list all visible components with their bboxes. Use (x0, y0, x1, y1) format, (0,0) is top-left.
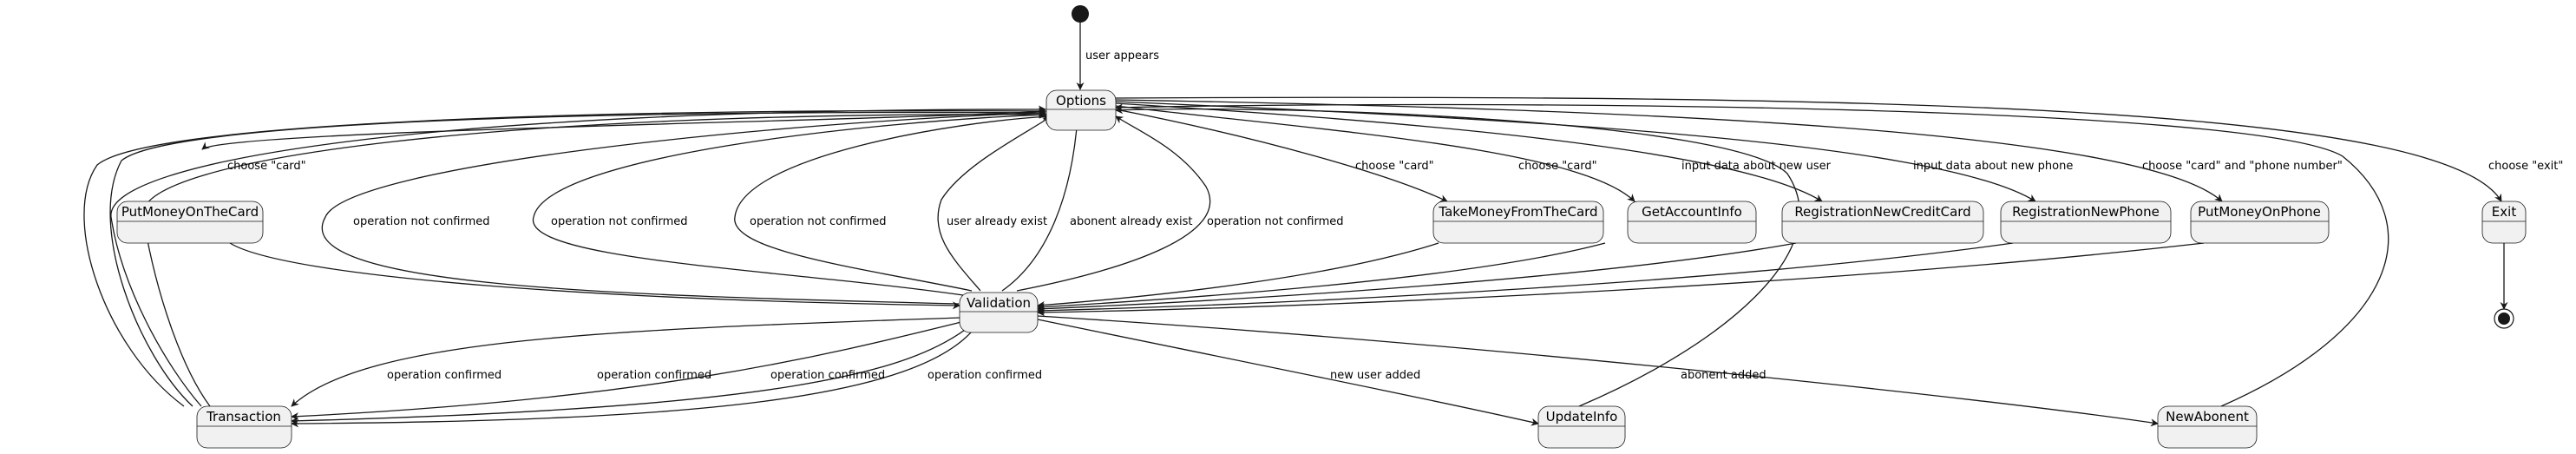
edge-label: operation confirmed (597, 369, 711, 382)
edge-label: input data about new user (1681, 160, 1832, 173)
start-node (1072, 5, 1089, 23)
state-label: TakeMoneyFromTheCard (1438, 204, 1597, 220)
state-label: PutMoneyOnTheCard (121, 204, 259, 220)
state-label: Transaction (206, 409, 281, 424)
edge-label: user already exist (947, 215, 1047, 228)
edge-label: choose "exit" (2488, 160, 2563, 173)
state-new-abonent: NewAbonent (2157, 405, 2258, 449)
edge-options-to-exit (1115, 96, 2502, 202)
state-exit: Exit (2481, 201, 2527, 244)
edge-getaccountinfo-to-validation (1037, 242, 1606, 312)
edge-transaction-to-options-4 (142, 110, 1046, 407)
edge-validation-to-transaction-confirmed-1 (291, 317, 960, 407)
state-label: RegistrationNewCreditCard (1794, 204, 1970, 220)
edge-validation-to-options-user-exists (937, 116, 1051, 292)
state-update-info: UpdateInfo (1537, 405, 1626, 449)
state-put-money-on-the-card: PutMoneyOnTheCard (116, 201, 264, 244)
edge-options-to-takemoneyfromthecard (1115, 109, 1448, 202)
edge-putmoneyonphone-to-validation (1037, 242, 2205, 317)
edge-label: choose "card" (1355, 160, 1434, 173)
state-registration-new-phone: RegistrationNewPhone (2000, 201, 2172, 244)
state-get-account-info: GetAccountInfo (1627, 201, 1757, 244)
edge-validation-to-transaction-confirmed-2 (291, 320, 966, 421)
state-validation: Validation (959, 292, 1039, 333)
end-node (2494, 308, 2514, 329)
edge-label: choose "card" (1518, 160, 1597, 173)
edge-label: choose "card" (227, 160, 306, 173)
state-registration-new-credit-card: RegistrationNewCreditCard (1781, 201, 1984, 244)
state-put-money-on-phone: PutMoneyOnPhone (2190, 201, 2330, 244)
edge-validation-to-options-abonent-exists (1001, 116, 1081, 292)
edge-label: choose "card" and "phone number" (2142, 160, 2343, 173)
edge-newabonent-to-options (1115, 103, 2389, 407)
edge-validation-to-transaction-confirmed-3 (291, 324, 973, 425)
edge-label: operation not confirmed (551, 215, 688, 228)
state-transaction: Transaction (196, 405, 292, 449)
edge-registrationnewcreditcard-to-validation (1037, 242, 1797, 313)
edge-transaction-to-options-3 (110, 105, 1046, 407)
state-label: GetAccountInfo (1642, 204, 1742, 220)
state-label: NewAbonent (2166, 409, 2249, 424)
edge-options-to-getaccountinfo (1115, 105, 1635, 202)
edge-registrationnewphone-to-validation (1037, 242, 2014, 315)
state-options: Options (1045, 89, 1117, 131)
edge-label: new user added (1330, 369, 1420, 382)
edge-validation-to-options-not-confirmed-2 (533, 110, 1047, 296)
state-label: UpdateInfo (1546, 409, 1618, 424)
edge-label: operation confirmed (387, 369, 501, 382)
edge-transaction-to-options-1 (83, 107, 1046, 407)
edge-validation-to-options-not-confirmed-1 (321, 109, 1046, 305)
edge-validation-to-transaction-confirmed-4 (291, 326, 977, 428)
state-label: PutMoneyOnPhone (2198, 204, 2321, 220)
edge-validation-to-newabonent (1037, 315, 2159, 427)
edge-putmoneyonthecard-to-validation (229, 242, 960, 310)
edge-options-to-registrationnewcreditcard (1115, 102, 1823, 202)
edge-label: operation confirmed (770, 369, 885, 382)
edge-label: operation confirmed (927, 369, 1042, 382)
edge-takemoneyfromthecard-to-validation (1037, 242, 1439, 309)
edge-label: operation not confirmed (353, 215, 490, 228)
state-label: Options (1056, 93, 1106, 109)
edge-label: operation not confirmed (750, 215, 887, 228)
edge-label: abonent added (1681, 369, 1766, 382)
state-label: Exit (2492, 204, 2517, 220)
edge-label: operation not confirmed (1207, 215, 1344, 228)
edge-validation-to-updateinfo (1037, 319, 1539, 426)
edge-validation-to-options-not-confirmed-3 (734, 112, 1051, 292)
edge-label: user appears (1085, 49, 1159, 63)
edge-updateinfo-to-options (1115, 106, 1800, 407)
edge-label: input data about new phone (1913, 160, 2073, 173)
edge-validation-to-options-not-confirmed-4 (1016, 115, 1211, 292)
state-label: Validation (967, 295, 1031, 311)
state-label: RegistrationNewPhone (2012, 204, 2160, 220)
edge-options-to-registrationnewphone (1115, 101, 2036, 202)
edge-label: abonent already exist (1070, 215, 1193, 228)
state-take-money-from-the-card: TakeMoneyFromTheCard (1432, 201, 1604, 244)
